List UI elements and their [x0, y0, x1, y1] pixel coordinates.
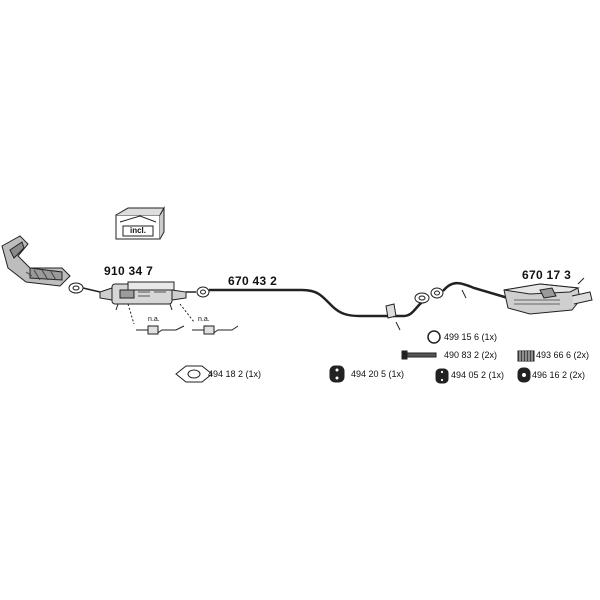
rear-silencer-part-number: 670 17 3 — [522, 268, 572, 282]
catalyst-part-number: 910 34 7 — [104, 264, 154, 278]
rubber-hanger-icon — [329, 365, 345, 383]
mid-flange — [414, 287, 444, 304]
accessory-spring-label: 493 66 6 (2x) — [536, 350, 590, 360]
accessory-bolt-label: 490 83 2 (2x) — [444, 350, 498, 360]
gasket-ring-icon — [175, 365, 213, 383]
middle-pipe-part-number: 670 43 2 — [228, 274, 278, 288]
o-ring-icon — [427, 330, 441, 344]
spring-icon — [517, 350, 535, 362]
accessory-oring-label: 499 15 6 (1x) — [444, 332, 498, 342]
front-flange — [68, 282, 101, 294]
sensor-label-1: n.a. — [148, 316, 160, 323]
middle-pipe — [196, 286, 431, 331]
kit-label: incl. — [130, 226, 147, 235]
rear-silencer — [442, 277, 593, 315]
accessory-bracket-label: 494 05 2 (1x) — [451, 370, 505, 380]
kit-box-icon — [115, 206, 165, 240]
mount-bracket-icon — [435, 368, 449, 384]
catalytic-converter — [99, 281, 196, 311]
sensor-label-2: n.a. — [198, 316, 210, 323]
accessory-hanger-label: 494 20 5 (1x) — [351, 369, 405, 379]
bolt-icon — [401, 350, 437, 360]
oxygen-sensors — [127, 303, 239, 335]
front-downpipe — [1, 235, 71, 287]
accessory-gasket-label: 494 18 2 (1x) — [208, 369, 262, 379]
accessory-clamp-label: 496 16 2 (2x) — [532, 370, 586, 380]
clamp-icon — [517, 367, 531, 383]
